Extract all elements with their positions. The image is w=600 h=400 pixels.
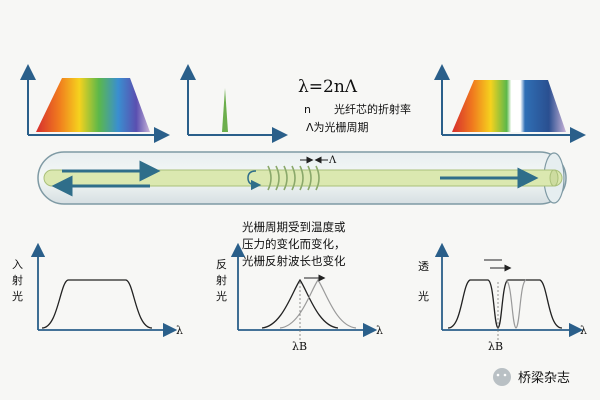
ylabel-char: 光 [216,289,227,303]
transmitted-light-graph: 透 光 λB λ [418,242,587,353]
ylabel-char: 入 [12,258,23,271]
annotation-line-1: 光栅周期受到温度或 [242,220,346,234]
n-description: 光纤芯的折射率 [334,102,411,116]
bragg-grating [267,165,320,191]
formula-block: λ=2nΛ n 光纤芯的折射率 Λ为光栅周期 [298,77,411,134]
lambda-b-label: λB [488,340,503,353]
period-description: Λ为光栅周期 [306,120,369,134]
shifted-peak [279,278,357,329]
core-end-face [549,169,559,187]
lambda-b-label: λB [292,340,307,353]
annotation-text: 光栅周期受到温度或 压力的变化而变化， 光栅反射波长也变化 [242,220,346,268]
optical-fiber: Λ [37,151,567,205]
watermark-text: 桥梁杂志 [518,371,570,386]
reflection-arrow [247,170,262,191]
reflected-light-graph: 反 射 光 λB λ [216,242,383,353]
reflected-spectrum-plot [180,64,288,143]
annotation-line-2: 压力的变化而变化， [242,237,346,251]
wechat-icon [493,368,511,386]
ylabel-char: 射 [216,273,227,287]
shifted-notch [505,279,527,329]
narrow-peak [222,88,228,132]
period-symbol: Λ [328,155,337,166]
transmitted-spectrum-plot [434,64,586,143]
ylabel-char: 光 [418,289,429,303]
input-light-graph: 入 射 光 λ [12,242,183,338]
n-symbol: n [304,103,311,116]
annotation-line-3: 光栅反射波长也变化 [242,254,346,268]
broadband-spectrum [36,78,150,132]
input-spectrum-plot [20,64,170,143]
ylabel-char: 射 [12,273,23,287]
notched-spectrum [452,80,566,132]
ylabel-char: 透 [418,260,429,273]
x-symbol: λ [176,324,183,337]
watermark: 桥梁杂志 [493,368,570,386]
ylabel-char: 反 [216,258,227,271]
reflected-peak [261,278,339,329]
x-symbol: λ [376,324,383,337]
input-curve [41,279,153,329]
notch-curve [447,279,563,329]
bragg-equation: λ=2nΛ [298,77,358,97]
period-marker: Λ [300,155,337,166]
ylabel-char: 光 [12,289,23,303]
x-symbol: λ [580,324,587,337]
